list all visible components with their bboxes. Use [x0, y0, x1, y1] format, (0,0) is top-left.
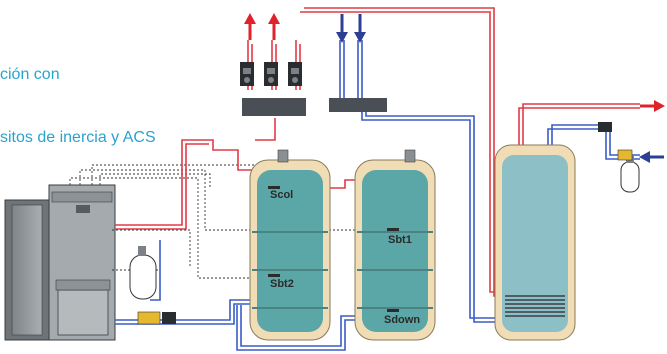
sensor-label-sbt2: Sbt2	[270, 278, 294, 290]
dhw-valve-icon	[598, 122, 612, 132]
title-line-2: sitos de inercia y ACS	[0, 129, 156, 146]
hot-outlet-arrows	[244, 13, 280, 40]
boiler-hopper-panel	[11, 204, 43, 336]
wire-sdown-a	[99, 173, 211, 188]
cold-inlet-arrows	[336, 14, 366, 43]
wire-sbt2	[69, 177, 270, 279]
expansion-vessel-icon	[129, 246, 157, 300]
boiler-door-frame	[55, 279, 111, 291]
hot-outlet-arrow-icon	[640, 100, 665, 112]
cold-inlet-arrow-icon	[639, 151, 664, 163]
pump-icon	[288, 62, 302, 86]
cold-inlet-arrow-icon	[354, 14, 366, 43]
sensor-wires	[69, 164, 386, 279]
pump-icon	[240, 62, 254, 86]
inertia-tank-1	[249, 149, 331, 341]
sensor-marker	[268, 186, 280, 189]
wire-sbt1	[79, 169, 386, 238]
vessel-pipe	[150, 240, 161, 301]
sensor-marker	[387, 309, 399, 312]
pump-icon	[264, 62, 278, 86]
wire-sdown-b	[112, 229, 191, 268]
title-line-1: ción con	[0, 66, 60, 83]
sensor-label-scol: Scol	[270, 189, 293, 201]
expansion-vessel-icon	[620, 156, 640, 193]
boiler-fitting-icon	[162, 312, 176, 324]
hot-outlet-arrow-icon	[268, 13, 280, 40]
boiler-top-panel	[51, 191, 113, 203]
diagram-title: ción con sitos de inercia y ACS	[0, 22, 156, 169]
boiler	[4, 184, 116, 341]
tank-vent-valve	[404, 149, 416, 163]
sensor-marker	[387, 228, 399, 231]
hot-outlet-arrow-icon	[244, 13, 256, 40]
boiler-fitting-icon	[137, 311, 161, 325]
boiler-control-display	[76, 205, 90, 213]
boiler-ash-door	[57, 289, 109, 336]
dhw-tank	[494, 144, 576, 341]
inertia-tank-2	[354, 149, 436, 341]
hot-manifold	[242, 98, 306, 116]
sensor-label-sbt1: Sbt1	[388, 234, 412, 246]
dhw-valve-icon	[617, 149, 633, 161]
sensor-marker	[268, 274, 280, 277]
pump-group	[240, 62, 302, 86]
cold-inlet-arrow-icon	[336, 14, 348, 43]
sensors: Scol Sbt1 Sbt2 Sdown	[268, 186, 420, 326]
tank-vent-valve	[277, 149, 289, 163]
sensor-label-sdown: Sdown	[384, 314, 420, 326]
dhw-coil	[505, 295, 565, 317]
cold-manifold	[329, 98, 387, 112]
